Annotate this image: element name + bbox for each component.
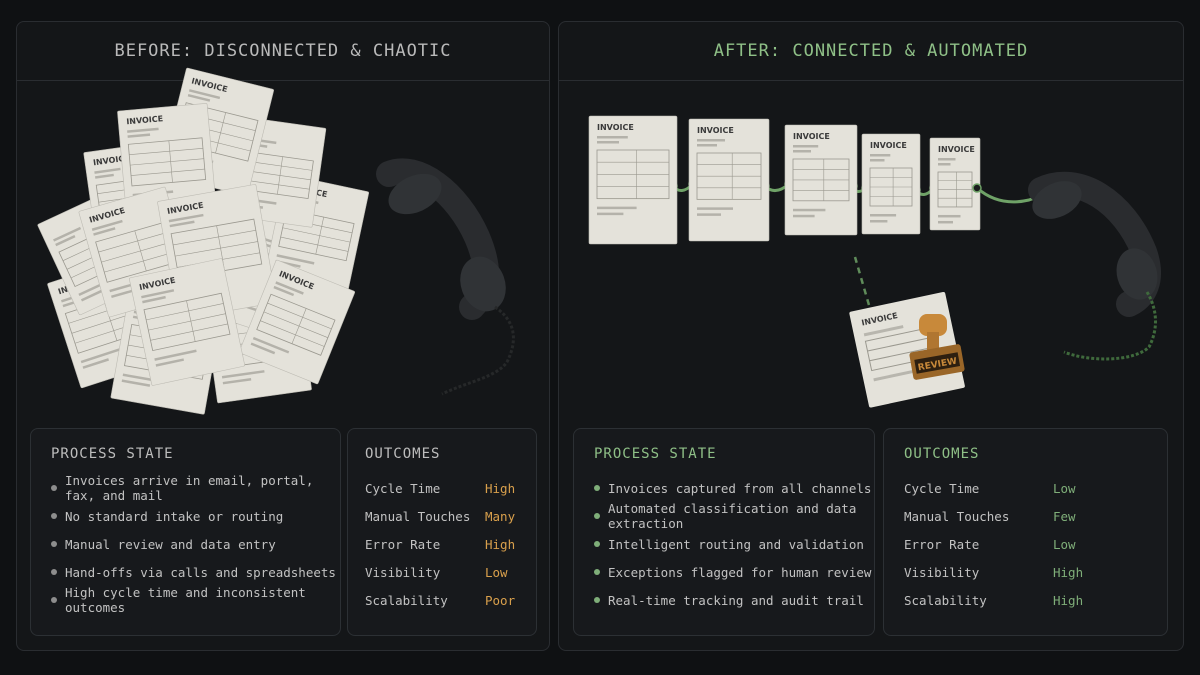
bullet-icon [51,541,57,547]
phone-handset-icon [376,158,515,396]
invoice-label: INVOICE [870,141,907,150]
list-item: Exceptions flagged for human review [594,558,874,586]
bullet-icon [594,541,600,547]
phone-handset-icon [1028,171,1161,361]
bullet-icon [51,513,57,519]
after-process-title: PROCESS STATE [594,446,717,462]
invoice-label: INVOICE [126,114,163,126]
after-outcomes-title: OUTCOMES [904,446,980,462]
review-stamp-icon: REVIEW [909,314,965,380]
bullet-icon [594,485,600,491]
list-item: Real-time tracking and audit trail [594,586,874,614]
after-process-list: Invoices captured from all channels Auto… [594,474,874,614]
before-outcomes-title: OUTCOMES [365,446,441,462]
bullet-icon [51,597,57,603]
invoice-sheet: INVOICE [688,118,770,242]
after-process-box: PROCESS STATE Invoices captured from all… [573,428,875,636]
before-process-list: Invoices arrive in email, portal, fax, a… [51,473,340,615]
list-item: Hand-offs via calls and spreadsheets [51,558,340,586]
invoice-label: INVOICE [793,132,830,141]
bullet-icon [594,513,600,519]
list-item: Invoices captured from all channels [594,474,874,502]
bullet-icon [51,485,57,491]
after-panel-header: AFTER: CONNECTED & AUTOMATED [559,22,1183,81]
invoice-sheet: INVOICE [784,124,858,236]
chain-node [972,183,982,193]
invoice-sheet: INVOICE [239,259,355,385]
invoice-sheet: INVOICE [929,137,981,231]
before-process-box: PROCESS STATE Invoices arrive in email, … [30,428,341,636]
bullet-icon [594,597,600,603]
after-illustration: INVOICE INVOICE INVOICE INVOICE INVOICE INVO… [588,115,1161,408]
invoice-label: INVOICE [597,123,634,132]
invoice-chain: INVOICE INVOICE INVOICE INVOICE INVOICE [588,115,1061,245]
invoice-label: INVOICE [938,145,975,154]
list-item: No standard intake or routing [51,502,340,530]
after-title: AFTER: CONNECTED & AUTOMATED [713,41,1029,61]
exception-path [853,256,873,313]
before-process-title: PROCESS STATE [51,446,174,462]
bullet-icon [51,569,57,575]
list-item: Invoices arrive in email, portal, fax, a… [51,473,340,503]
list-item: Automated classification and data extrac… [594,501,874,531]
invoice-label: INVOICE [697,126,734,135]
list-item: Intelligent routing and validation [594,530,874,558]
list-item: High cycle time and inconsistent outcome… [51,585,340,615]
invoice-sheet: INVOICE [588,115,678,245]
invoice-sheet: INVOICE [129,258,245,386]
before-title: BEFORE: DISCONNECTED & CHAOTIC [114,41,452,61]
bullet-icon [594,569,600,575]
invoice-sheet: INVOICE [861,133,921,235]
list-item: Manual review and data entry [51,530,340,558]
before-panel-header: BEFORE: DISCONNECTED & CHAOTIC [17,22,549,81]
